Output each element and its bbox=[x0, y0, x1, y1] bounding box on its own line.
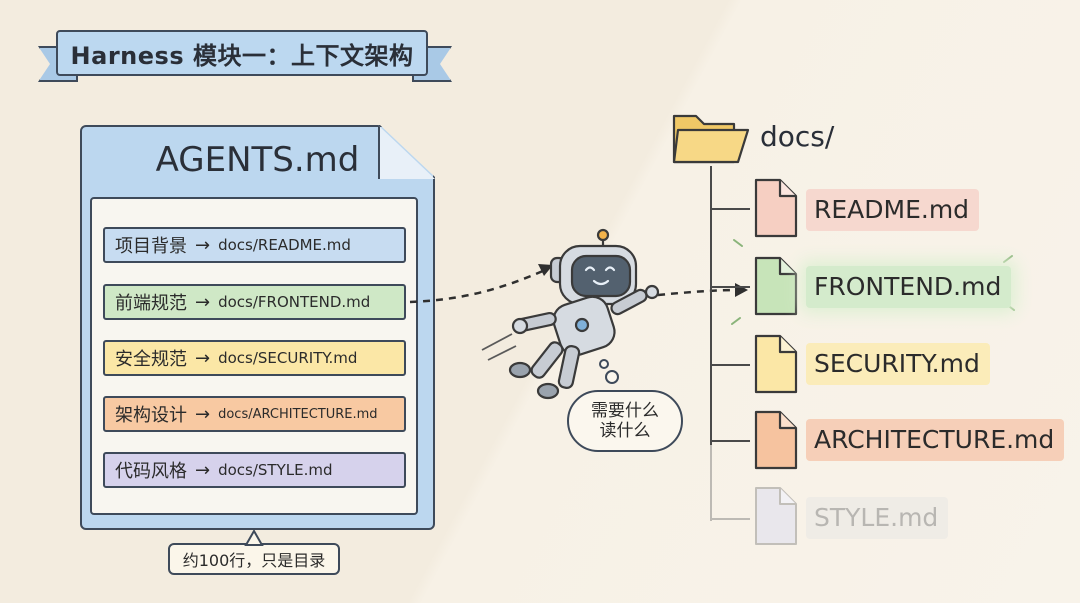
highlight-sparkles bbox=[731, 239, 1015, 325]
entry-label: 代码风格 bbox=[115, 461, 187, 482]
thought-dot bbox=[599, 359, 609, 369]
speed-lines bbox=[481, 333, 517, 361]
entry-label: 架构设计 bbox=[115, 405, 187, 426]
file-icon-frontend bbox=[754, 256, 798, 316]
file-icon-architecture bbox=[754, 410, 798, 470]
tree-branch bbox=[710, 440, 750, 442]
tree-branch bbox=[710, 208, 750, 210]
entry-style: 代码风格 → docs/STYLE.md bbox=[103, 452, 406, 488]
page-title: Harness 模块一：上下文架构 bbox=[56, 30, 428, 76]
agents-document-title: AGENTS.md bbox=[155, 140, 360, 180]
file-icon-security bbox=[754, 334, 798, 394]
file-icon-readme bbox=[754, 178, 798, 238]
entry-path: docs/README.md bbox=[218, 236, 351, 254]
entry-readme: 项目背景 → docs/README.md bbox=[103, 227, 406, 263]
folder-icon bbox=[672, 114, 750, 164]
robot-icon bbox=[508, 228, 660, 400]
entry-label: 项目背景 bbox=[115, 236, 187, 257]
thought-dot bbox=[605, 370, 619, 384]
arrowhead-icon bbox=[538, 264, 553, 276]
entry-frontend: 前端规范 → docs/FRONTEND.md bbox=[103, 284, 406, 320]
thought-bubble: 需要什么 读什么 bbox=[567, 390, 683, 452]
entry-path: docs/SECURITY.md bbox=[218, 349, 358, 367]
entry-label: 前端规范 bbox=[115, 293, 187, 314]
file-readme: README.md bbox=[806, 189, 980, 231]
entry-label: 安全规范 bbox=[115, 349, 187, 370]
file-architecture: ARCHITECTURE.md bbox=[806, 419, 1065, 461]
entry-path: docs/ARCHITECTURE.md bbox=[218, 406, 378, 422]
arrow-icon: → bbox=[195, 234, 211, 256]
file-frontend: FRONTEND.md bbox=[806, 266, 1012, 308]
entry-path: docs/STYLE.md bbox=[218, 461, 333, 479]
entry-path: docs/FRONTEND.md bbox=[218, 293, 371, 311]
tree-branch-faded bbox=[710, 518, 750, 520]
entry-security: 安全规范 → docs/SECURITY.md bbox=[103, 340, 406, 376]
dashed-arrow-to-frontend bbox=[657, 288, 739, 297]
file-icon-style bbox=[755, 487, 797, 545]
arrow-icon: → bbox=[195, 347, 211, 369]
folder-name: docs/ bbox=[760, 120, 835, 153]
dashed-arrow-to-robot bbox=[409, 268, 546, 304]
file-style: STYLE.md bbox=[806, 497, 949, 539]
note-pointer bbox=[244, 528, 264, 546]
thought-line-1: 需要什么 bbox=[591, 401, 659, 421]
arrow-icon: → bbox=[195, 291, 211, 313]
thought-line-2: 读什么 bbox=[599, 421, 651, 441]
file-security: SECURITY.md bbox=[806, 343, 990, 385]
tree-branch bbox=[710, 286, 750, 288]
entry-architecture: 架构设计 → docs/ARCHITECTURE.md bbox=[103, 396, 406, 432]
tree-line-faded bbox=[710, 445, 712, 521]
arrow-icon: → bbox=[195, 459, 211, 481]
tree-line bbox=[710, 166, 712, 446]
arrow-icon: → bbox=[195, 403, 211, 425]
tree-branch bbox=[710, 364, 750, 366]
